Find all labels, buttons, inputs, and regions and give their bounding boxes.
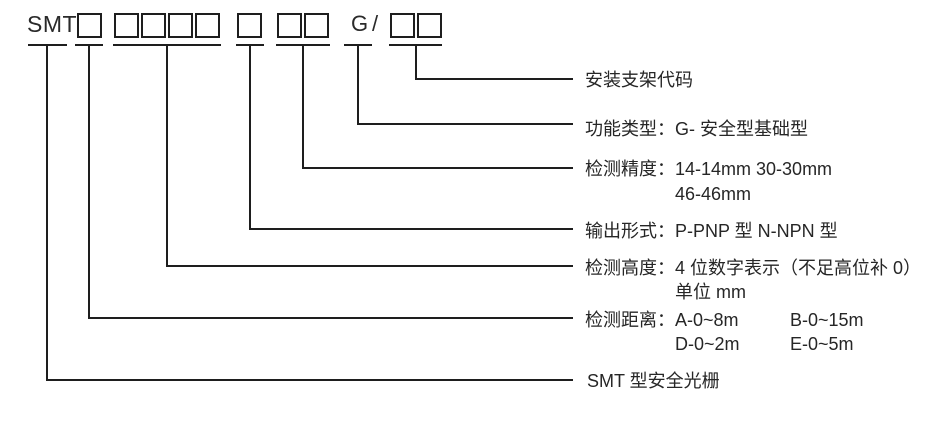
leader-line-function bbox=[357, 45, 573, 125]
code-box-height-3 bbox=[168, 13, 193, 38]
leader-line-bracket bbox=[415, 45, 573, 80]
code-box-accuracy-1 bbox=[277, 13, 302, 38]
separator-slash: / bbox=[372, 11, 379, 36]
label-height-line1: 检测高度：4 位数字表示（不足高位补 0） bbox=[585, 258, 922, 278]
label-accuracy-line2: 46-46mm bbox=[675, 184, 752, 204]
code-box-bracket-1 bbox=[390, 13, 415, 38]
code-box-accuracy-2 bbox=[304, 13, 329, 38]
code-box-distance bbox=[77, 13, 102, 38]
label-function-type: 功能类型：G- 安全型基础型 bbox=[585, 119, 808, 139]
label-distance-prefix: 检测距离： bbox=[585, 310, 675, 330]
leader-line-accuracy bbox=[302, 45, 573, 169]
code-box-height-4 bbox=[195, 13, 220, 38]
label-series-name: SMT 型安全光栅 bbox=[587, 371, 720, 391]
leader-line-height bbox=[166, 45, 573, 267]
model-prefix-text: SMT bbox=[27, 11, 78, 37]
code-box-height-2 bbox=[141, 13, 166, 38]
label-distance-e: E-0~5m bbox=[790, 334, 854, 354]
label-distance-b: B-0~15m bbox=[790, 310, 864, 330]
code-box-height-1 bbox=[114, 13, 139, 38]
label-distance-d: D-0~2m bbox=[675, 334, 740, 354]
leader-line-output bbox=[249, 45, 573, 230]
label-bracket-code: 安装支架代码 bbox=[585, 70, 693, 90]
label-distance-a: A-0~8m bbox=[675, 310, 739, 330]
leader-line-distance bbox=[88, 45, 573, 319]
leader-line-series bbox=[46, 45, 573, 381]
label-accuracy-line1: 检测精度：14-14mm 30-30mm bbox=[585, 159, 833, 179]
function-code-text: G bbox=[351, 11, 369, 36]
label-distance-line1: 检测距离：A-0~8m bbox=[585, 310, 739, 330]
code-box-output bbox=[237, 13, 262, 38]
code-box-bracket-2 bbox=[417, 13, 442, 38]
label-output-type: 输出形式：P-PNP 型 N-NPN 型 bbox=[585, 221, 838, 241]
label-height-line2: 单位 mm bbox=[675, 282, 746, 302]
